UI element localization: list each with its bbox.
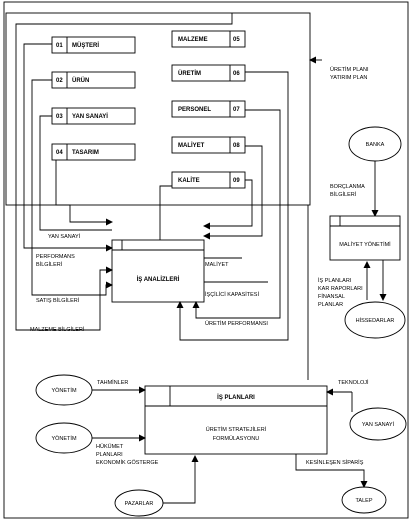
- store-09-label: KALİTE: [178, 177, 200, 184]
- data-stores-frame: [5, 12, 311, 206]
- store-08-label: MALİYET: [178, 142, 205, 149]
- store-06[interactable]: ÜRETİM 06: [171, 64, 246, 82]
- store-03-num: 03: [56, 114, 63, 120]
- store-05[interactable]: MALZEME 05: [171, 30, 246, 48]
- flow-firm-orders: KESİNLEŞEN SİPARİŞ: [306, 459, 364, 466]
- flow-performance-2: BİLGİLERİ: [36, 261, 63, 268]
- flow-gov-3: EKONOMİK GÖSTERGE: [96, 459, 159, 466]
- store-01-num: 01: [56, 43, 63, 49]
- store-09[interactable]: KALİTE 09: [171, 171, 246, 189]
- store-04-num: 04: [56, 150, 63, 156]
- production-plan-flow: ÜRETİM PLANI YATIRIM PLAN: [309, 56, 369, 81]
- flow-debt-info-1: BORÇLANMA: [330, 184, 365, 190]
- entity-demand-label: TALEP: [355, 498, 372, 504]
- process-business-plans-title: İŞ PLANLARI: [217, 394, 255, 401]
- firm-orders-line: [295, 454, 368, 488]
- flow-sales-info: SATIŞ BİLGİLERİ: [36, 297, 80, 304]
- store-05-label: MALZEME: [178, 37, 208, 43]
- entity-shareholders-label: HİSSEDARLAR: [356, 317, 395, 324]
- store-02-num: 02: [56, 78, 63, 84]
- store-06-num: 06: [233, 71, 240, 77]
- process-analysis-title: İŞ ANALİZLERİ: [137, 276, 180, 283]
- outer-frame: [3, 1, 409, 519]
- entity-shareholders[interactable]: HİSSEDARLAR: [344, 301, 406, 339]
- flow-production-plan-2: YATIRIM PLAN: [330, 75, 367, 81]
- store-03-label: YAN SANAYİ: [72, 113, 108, 120]
- process-cost-management-title: MALİYET YÖNETİMİ: [339, 241, 391, 248]
- flow-production-plan-1: ÜRETİM PLANI: [330, 66, 369, 73]
- store-09-num: 09: [233, 178, 240, 184]
- store-02-label: ÜRÜN: [72, 77, 89, 84]
- entity-management-1-label: YÖNETİM: [51, 387, 76, 394]
- process-strategy-line1: ÜRETİM STRATEJİLERİ: [206, 426, 267, 433]
- flow-bplan-1: İŞ PLANLARI: [318, 277, 352, 284]
- process-business-plans[interactable]: İŞ PLANLARI ÜRETİM STRATEJİLERİ FORMÜLAS…: [144, 385, 328, 455]
- markets-line: [163, 455, 199, 504]
- process-analysis[interactable]: İŞ ANALİZLERİ: [111, 239, 205, 303]
- store-08[interactable]: MALİYET 08: [171, 136, 246, 154]
- flow-subcontract: YAN SANAYİ: [48, 233, 81, 240]
- flow-labor-capacity: İŞÇİLİCİ KAPASİTESİ: [205, 291, 259, 298]
- store-03[interactable]: 03 YAN SANAYİ: [51, 107, 136, 125]
- flow-bplan-4: PLANLAR: [318, 302, 343, 308]
- entity-management-1[interactable]: YÖNETİM: [35, 374, 93, 406]
- store-07-num: 07: [233, 107, 240, 113]
- store-07[interactable]: PERSONEL 07: [171, 100, 246, 118]
- store-02[interactable]: 02 ÜRÜN: [51, 71, 136, 89]
- analysis-flows: [15, 205, 309, 380]
- store-06-label: ÜRETİM: [178, 70, 201, 77]
- store-01-label: MÜŞTERİ: [72, 42, 99, 49]
- flow-bplan-2: KAR RAPORLARI: [318, 286, 363, 292]
- flow-debt-info-2: BİLGİLERİ: [330, 191, 357, 198]
- process-strategy-line2: FORMÜLASYONU: [213, 435, 259, 442]
- entity-markets[interactable]: PAZARLAR: [114, 489, 164, 517]
- flow-prod-performance: ÜRETİM PERFORMANSI: [205, 320, 268, 327]
- store-05-num: 05: [233, 37, 240, 43]
- store-07-label: PERSONEL: [178, 107, 211, 113]
- flow-material-info: MALZEME BİLGİLERİ: [30, 326, 85, 333]
- entity-bank[interactable]: BANKA: [348, 126, 402, 162]
- flow-performance-1: PERFORMANS: [36, 254, 75, 260]
- flow-gov-1: HÜKÜMET: [96, 443, 124, 450]
- store-04[interactable]: 04 TASARIM: [51, 143, 136, 161]
- entity-management-2-label: YÖNETİM: [51, 435, 76, 442]
- flow-bplan-3: FİNANSAL: [318, 293, 345, 300]
- flow-cost: MALİYET: [205, 261, 229, 268]
- flow-technology: TEKNOLOJİ: [338, 379, 369, 386]
- entity-subcontractor[interactable]: YAN SANAYİ: [349, 407, 407, 441]
- flow-forecasts: TAHMİNLER: [97, 379, 128, 386]
- flow-gov-2: PLANLARI: [96, 452, 123, 458]
- store-01[interactable]: 01 MÜŞTERİ: [51, 36, 136, 54]
- store-connectors: [15, 13, 289, 240]
- store-08-num: 08: [233, 143, 240, 149]
- store-04-label: TASARIM: [72, 150, 99, 156]
- entity-bank-label: BANKA: [366, 142, 385, 148]
- entity-markets-label: PAZARLAR: [125, 501, 154, 507]
- entity-management-2[interactable]: YÖNETİM: [35, 422, 93, 454]
- entity-demand[interactable]: TALEP: [341, 486, 387, 514]
- entity-subcontractor-label: YAN SANAYİ: [362, 421, 395, 428]
- process-cost-management[interactable]: MALİYET YÖNETİMİ: [329, 215, 401, 261]
